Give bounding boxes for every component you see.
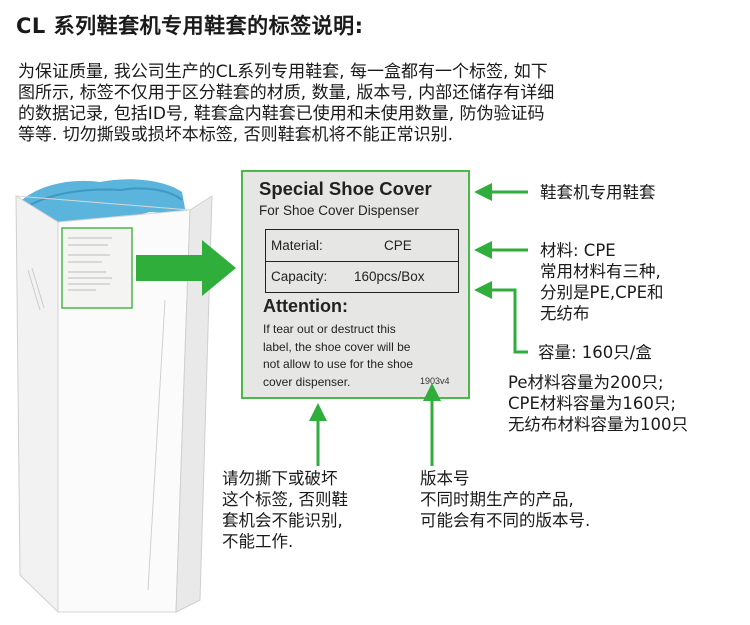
material-row: Material: CPE — [266, 230, 458, 262]
warning-line: 这个标签, 否则鞋 — [222, 490, 348, 509]
arrow-head-icon — [474, 241, 492, 259]
capacity-key: Capacity: — [271, 269, 328, 284]
capacity-row: Capacity: 160pcs/Box — [266, 261, 458, 292]
page-title: CL 系列鞋套机专用鞋套的标签说明: — [16, 14, 364, 38]
attention-line: label, the shoe cover will be — [263, 339, 411, 354]
intro-line: 为保证质量, 我公司生产的CL系列专用鞋套, 每一盒都有一个标签, 如下 — [18, 62, 548, 82]
callout-material-line: 无纺布 — [540, 304, 590, 323]
callout-material-line: 常用材料有三种, — [540, 262, 661, 281]
label-spec-table: Material: CPE Capacity: 160pcs/Box — [265, 229, 459, 293]
intro-line: 等等. 切勿撕毁或损坏本标签, 否则鞋套机将不能正常识别. — [18, 125, 454, 145]
attention-text: If tear out or destruct this label, the … — [263, 321, 463, 391]
intro-paragraph: 为保证质量, 我公司生产的CL系列专用鞋套, 每一盒都有一个标签, 如下 图所示… — [18, 62, 733, 146]
callout-version: 版本号 不同时期生产的产品, 可能会有不同的版本号. — [420, 468, 590, 531]
warning-line: 请勿撕下或破坏 — [222, 469, 338, 488]
callout-material: 材料: CPE 常用材料有三种, 分别是PE,CPE和 无纺布 — [540, 240, 664, 324]
attention-line: not allow to use for the shoe — [263, 357, 414, 371]
intro-line: 图所示, 标签不仅用于区分鞋套的材质, 数量, 版本号, 内部还储存有详细 — [18, 83, 555, 103]
warning-line: 不能工作. — [222, 532, 294, 551]
label-closeup: Special Shoe Cover For Shoe Cover Dispen… — [241, 170, 470, 399]
callout-warning: 请勿撕下或破坏 这个标签, 否则鞋 套机会不能识别, 不能工作. — [222, 468, 348, 552]
capacity-detail-line: CPE材料容量为160只; — [508, 394, 676, 413]
label-subtitle: For Shoe Cover Dispenser — [259, 203, 419, 218]
attention-line: If tear out or destruct this — [263, 322, 396, 336]
intro-line: 的数据记录, 包括ID号, 鞋套盒内鞋套已使用和未使用数量, 防伪验证码 — [18, 104, 545, 124]
callout-material-line: 分别是PE,CPE和 — [540, 283, 664, 302]
callout-capacity: 容量: 160只/盒 — [538, 342, 652, 363]
callout-capacity-text: 容量: 160只/盒 — [538, 343, 652, 362]
big-arrow-icon — [136, 240, 236, 296]
capacity-value: 160pcs/Box — [354, 269, 425, 284]
capacity-detail-line: Pe材料容量为200只; — [508, 373, 664, 392]
version-line: 不同时期生产的产品, — [420, 490, 574, 509]
version-line: 可能会有不同的版本号. — [420, 511, 591, 530]
material-value: CPE — [384, 238, 412, 253]
label-title: Special Shoe Cover — [259, 178, 432, 199]
warning-line: 套机会不能识别, — [222, 511, 343, 530]
attention-line: cover dispenser. — [263, 374, 351, 389]
arrow-head-icon — [474, 183, 492, 201]
material-key: Material: — [271, 238, 323, 253]
capacity-detail-line: 无纺布材料容量为100只 — [508, 415, 688, 434]
arrow-head-icon — [474, 281, 492, 299]
callout-name: 鞋套机专用鞋套 — [540, 182, 656, 203]
arrow-line — [490, 288, 528, 354]
arrow-head-icon — [423, 383, 441, 401]
version-line: 版本号 — [420, 469, 470, 488]
arrow-head-icon — [309, 403, 327, 421]
version-code: 1903v4 — [420, 376, 450, 386]
callout-material-line: 材料: CPE — [540, 241, 616, 260]
attention-heading: Attention: — [263, 296, 348, 316]
callout-capacity-detail: Pe材料容量为200只; CPE材料容量为160只; 无纺布材料容量为100只 — [508, 372, 688, 435]
callout-name-text: 鞋套机专用鞋套 — [540, 183, 656, 202]
